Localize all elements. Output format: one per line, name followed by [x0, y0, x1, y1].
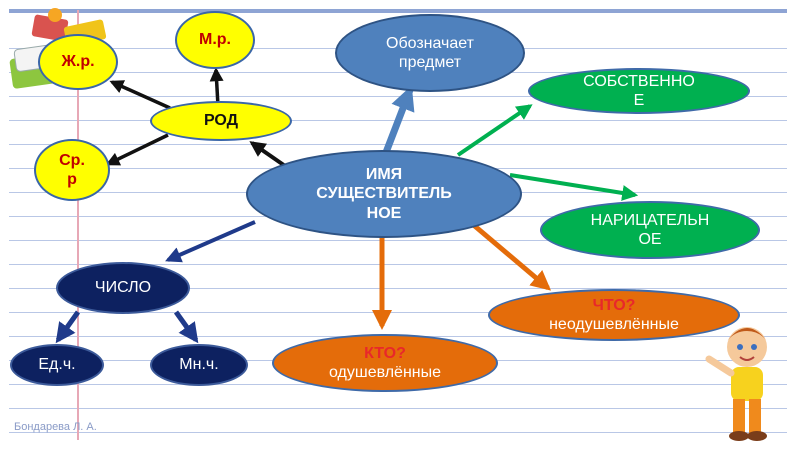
- node-inanimate-question: ЧТО?: [592, 296, 636, 314]
- node-masculine-label: М.р.: [199, 31, 231, 49]
- node-neuter: Ср. р: [34, 139, 110, 201]
- arrow-to-inanimate: [468, 220, 552, 291]
- node-animate-question: КТО?: [364, 344, 406, 362]
- node-animate: КТО? одушевлённые: [272, 334, 498, 392]
- node-gender: РОД: [150, 101, 292, 141]
- node-inanimate: ЧТО? неодушевлённые: [488, 289, 740, 341]
- node-plural-label: Мн.ч.: [179, 356, 219, 374]
- node-singular-label: Ед.ч.: [38, 356, 76, 374]
- node-common: НАРИЦАТЕЛЬН ОЕ: [540, 201, 760, 259]
- node-masculine: М.р.: [175, 11, 255, 69]
- arrow-to-plural: [173, 310, 199, 344]
- node-feminine: Ж.р.: [38, 34, 118, 90]
- node-meaning: Обозначает предмет: [335, 14, 525, 92]
- arrow-to-singular: [55, 310, 81, 344]
- node-gender-label: РОД: [203, 112, 239, 130]
- arrow-to-proper: [456, 104, 533, 157]
- node-center: ИМЯ СУЩЕСТВИТЕЛЬ НОЕ: [246, 150, 522, 238]
- node-inanimate-label: неодушевлённые: [549, 316, 679, 333]
- node-number: ЧИСЛО: [56, 262, 190, 314]
- node-feminine-label: Ж.р.: [61, 53, 95, 71]
- arrow-to-feminine: [109, 80, 171, 110]
- node-center-label: ИМЯ СУЩЕСТВИТЕЛЬ НОЕ: [316, 166, 452, 222]
- node-proper-label: СОБСТВЕННО Е: [583, 72, 695, 109]
- boy-illustration: [705, 327, 767, 441]
- arrow-to-common: [509, 173, 639, 201]
- node-proper: СОБСТВЕННО Е: [528, 68, 750, 114]
- node-animate-label: одушевлённые: [328, 364, 442, 381]
- arrow-to-number: [165, 220, 256, 263]
- node-number-label: ЧИСЛО: [94, 279, 152, 297]
- node-common-label: НАРИЦАТЕЛЬН ОЕ: [590, 211, 710, 248]
- node-plural: Мн.ч.: [150, 344, 248, 386]
- node-meaning-label: Обозначает предмет: [386, 34, 474, 71]
- author-credit: Бондарева Л. А.: [14, 421, 97, 433]
- arrow-to-meaning: [381, 85, 415, 157]
- node-neuter-label: Ср. р: [59, 151, 85, 188]
- arrow-to-neuter: [105, 133, 169, 166]
- node-singular: Ед.ч.: [10, 344, 104, 386]
- arrow-to-masculine: [209, 67, 224, 107]
- margin-line: [77, 10, 79, 440]
